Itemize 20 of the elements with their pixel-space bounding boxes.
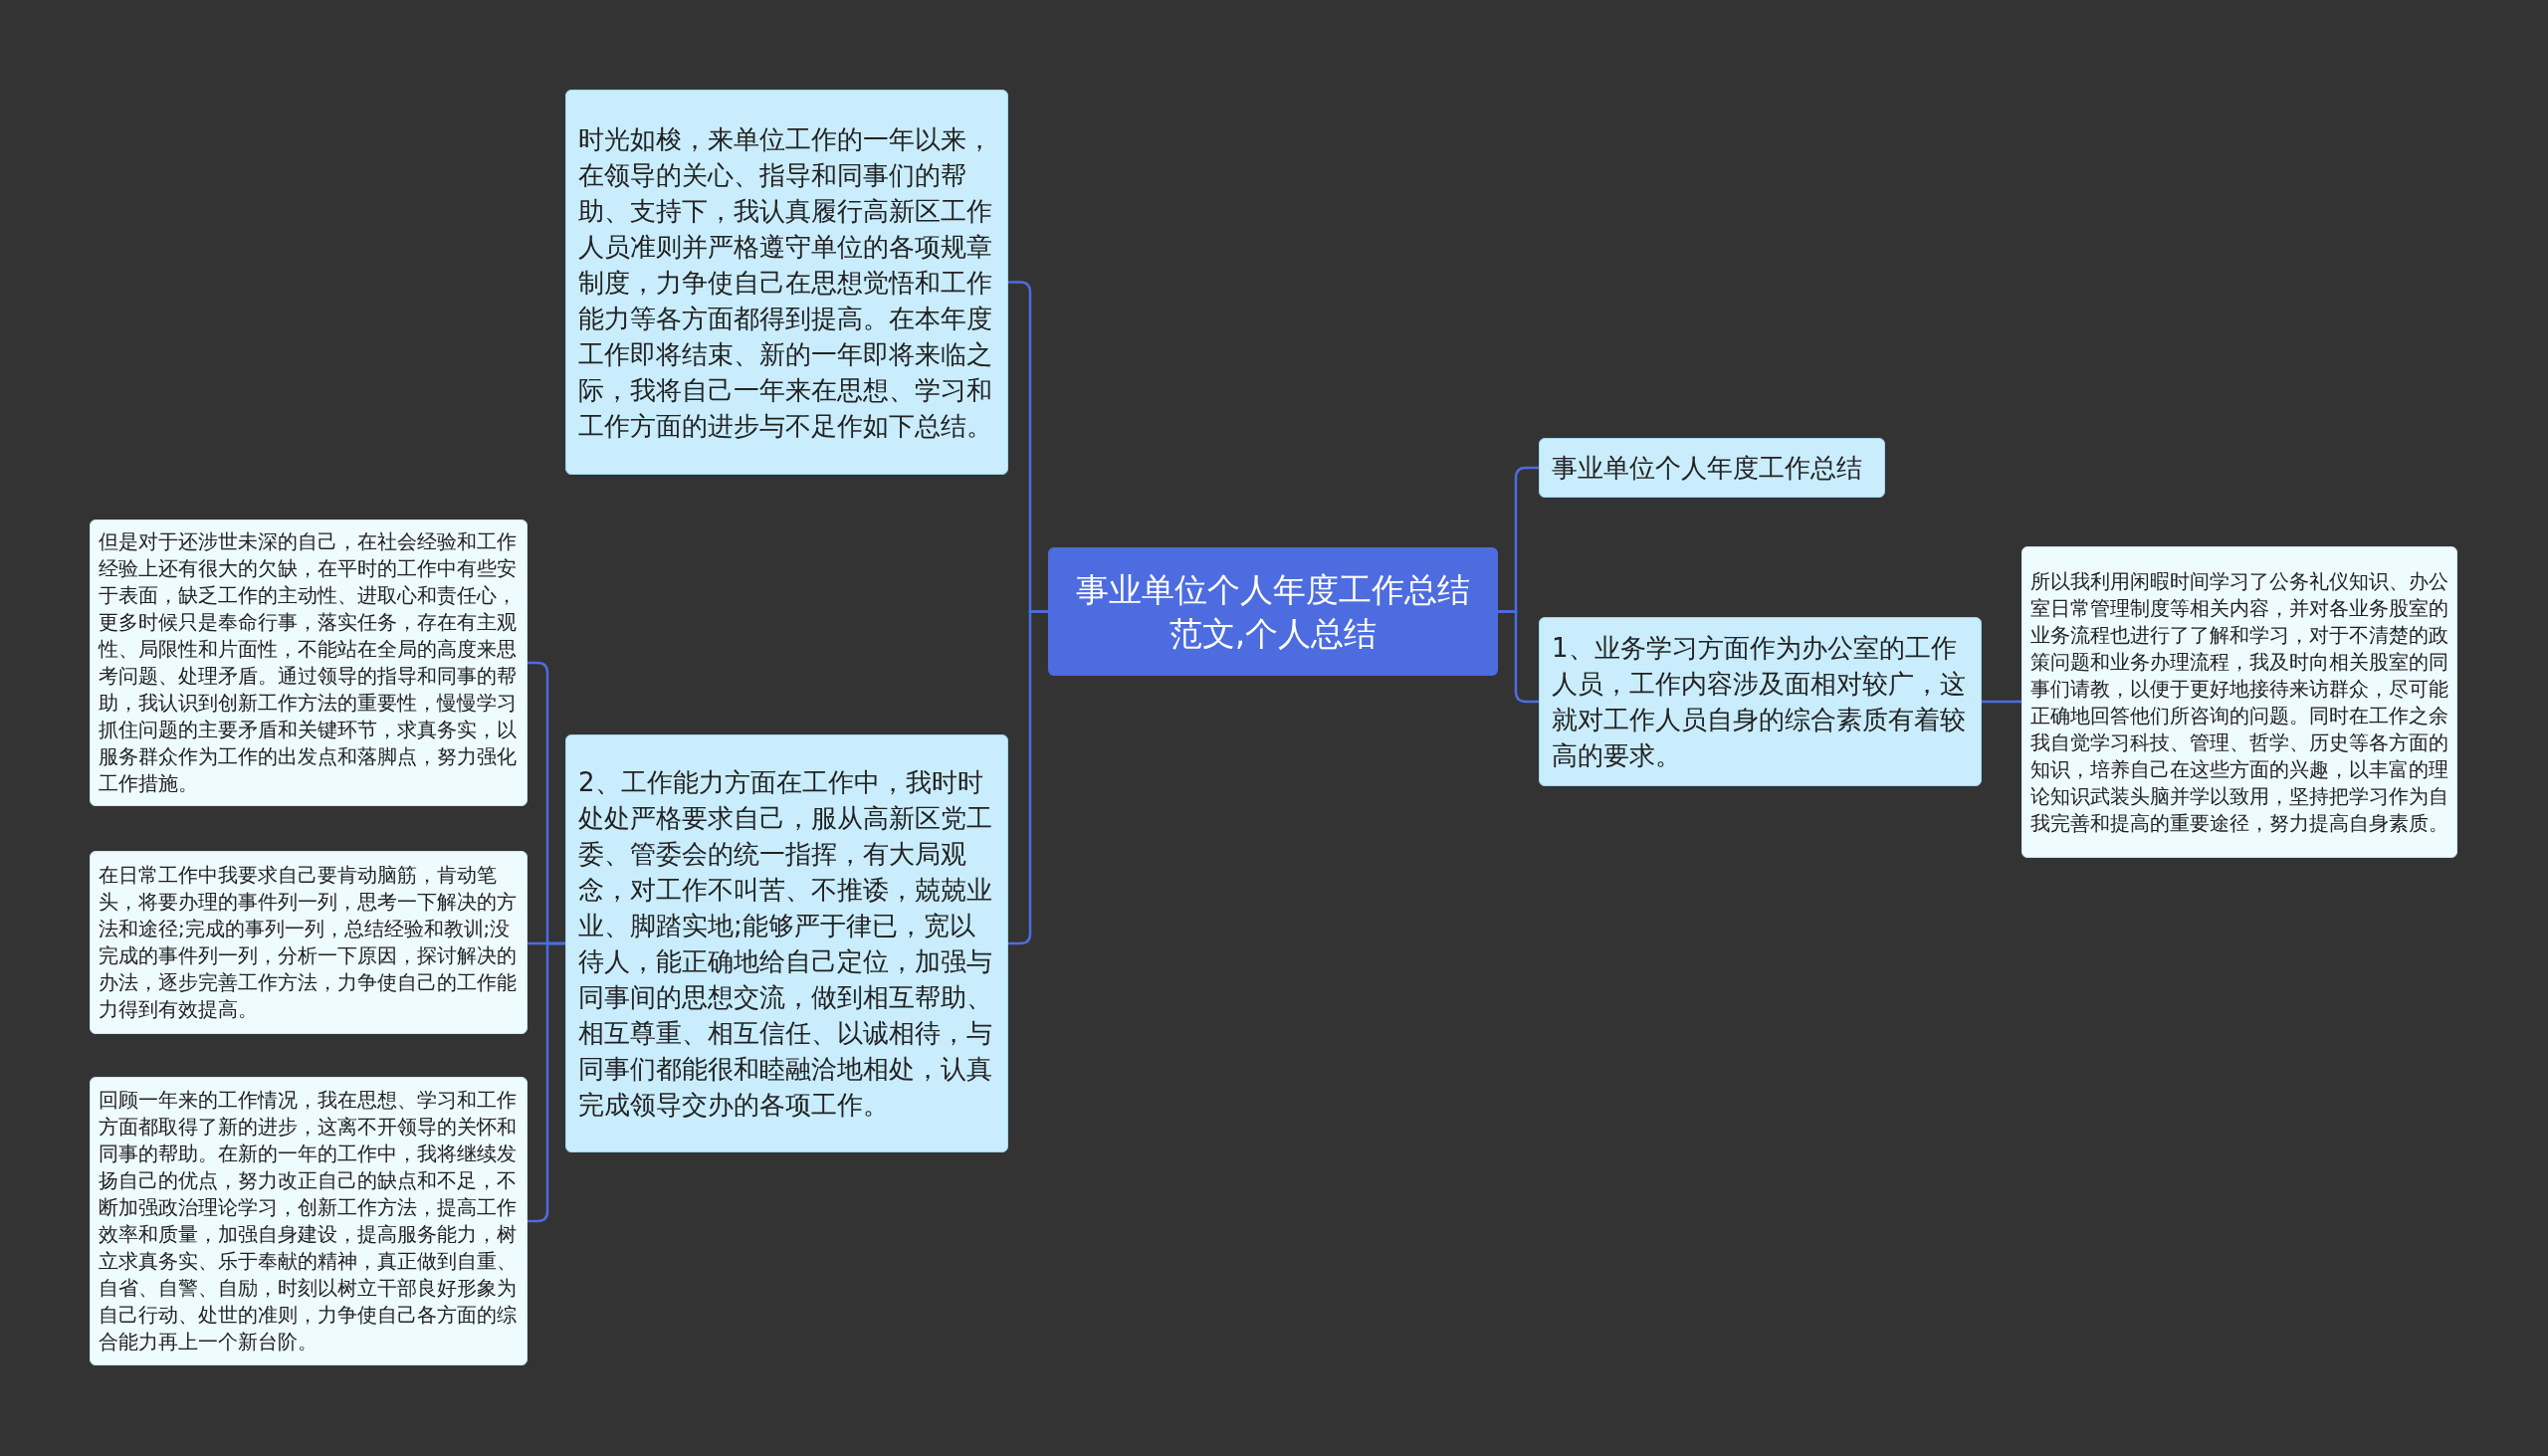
topic-box [1539,438,1885,498]
connector-line [528,941,565,1223]
topic-text: 事业单位个人年度工作总结范文,个人总结 [1075,568,1471,655]
connector-line [1982,700,2021,704]
connector-line [1008,610,1048,945]
topic-text: 在日常工作中我要求自己要肯动脑筋，肯动笔头，将要办理的事件列一列，思考一下解决的方法和途径;完成的事列一列，总结经验和教训;没完成的事件列一列，分析一下原因，探讨解决的办法，逐步完善工作方法，力争使自己的工作能力得到有效提高。 [99,863,518,1023]
topic-text: 事业单位个人年度工作总结 [1552,452,1863,485]
topic-box [565,734,1008,1152]
topic-text: 但是对于还涉世未深的自己，在社会经验和工作经验上还有很大的欠缺，在平时的工作中有些安于表面，缺乏工作的主动性、进取心和责任心，更多时候只是奉命行事，落实任务，存在有主观性、局限性和片面性，不能站在全局的高度来思考问题、处理矛盾。通过领导的指导和同事的帮助，我认识到创新工作方法的重要性，慢慢学习抓住问题的主要矛盾和关键环节，求真务实，以服务群众作为工作的出发点和落脚点，努力强化工作措施。 [99,529,518,797]
subtopic-box [90,851,528,1034]
topic-box [1539,617,1982,786]
topic-box [565,90,1008,475]
subtopic-box [2021,546,2457,858]
topic-text: 1、业务学习方面作为办公室的工作人员，工作内容涉及面相对较广，这就对工作人员自身的综合素质有着较高的要求。 [1552,632,1967,772]
topic-text: 2、工作能力方面在工作中，我时时处处严格要求自己，服从高新区党工委、管委会的统一指挥，有大局观念，对工作不叫苦、不推诿，兢兢业业、脚踏实地;能够严于律已，宽以待人，能正确地给自己定位，加强与同事间的思想交流，做到相互帮助、相互尊重、相互信任、以诚相待，与同事们都能很和睦融洽地相处，认真完成领导交办的各项工作。 [578,766,993,1122]
connector-line [1498,610,1539,704]
topic-text: 所以我利用闲暇时间学习了公务礼仪知识、办公室日常管理制度等相关内容，并对各业务股室的业务流程也进行了了解和学习，对于不清楚的政策问题和业务办理流程，我及时向相关股室的同事们请教，以便于更好地接待来访群众，尽可能正确地回答他们所咨询的问题。同时在工作之余我自觉学习科技、管理、哲学、历史等各方面的知识，培养自己在这些方面的兴趣，以丰富的理论知识武装头脑并学以致用，坚持把学习作为自我完善和提高的重要途径，努力提高自身素质。 [2030,568,2448,837]
topic-text: 时光如梭，来单位工作的一年以来，在领导的关心、指导和同事们的帮助、支持下，我认真履行高新区工作人员准则并严格遵守单位的各项规章制度，力争使自己在思想觉悟和工作能力等各方面都得到提高。在本年度工作即将结束、新的一年即将来临之际，我将自己一年来在思想、学习和工作方面的进步与不足作如下总结。 [578,122,993,443]
topic-text: 回顾一年来的工作情况，我在思想、学习和工作方面都取得了新的进步，这离不开领导的关怀和同事的帮助。在新的一年的工作中，我将继续发扬自己的优点，努力改正自己的缺点和不足，不断加强政治理论学习，创新工作方法，提高工作效率和质量，加强自身建设，提高服务能力，树立求真务实、乐于奉献的精神，真正做到自重、自省、自警、自励，时刻以树立干部良好形象为自己行动、处世的准则，力争使自己各方面的综合能力再上一个新台阶。 [99,1088,518,1355]
central-topic [1048,547,1498,676]
